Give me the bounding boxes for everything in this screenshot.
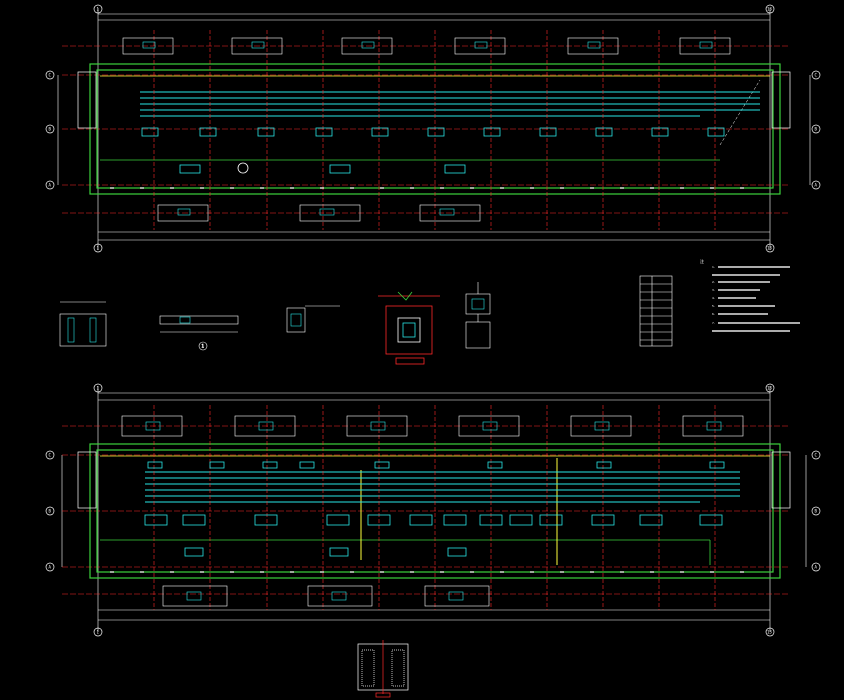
notes-block: 注 1. 2. 3. 4. 5. 6. 7. [700, 258, 800, 332]
axis-label: 1 [97, 386, 100, 391]
detail-beam-section: 1 [159, 315, 239, 351]
axis-label: 13 [767, 630, 772, 635]
plan-bottom-pads [121, 415, 744, 607]
plan-bottom-columns [153, 405, 716, 610]
detail-mark: 1 [202, 344, 205, 349]
note-line: 1. [712, 265, 716, 269]
plan-top-axis-bubbles: 1 13 1 13 C B A C B A [45, 4, 821, 253]
detail-column-red [378, 291, 440, 365]
plan-top-columns [153, 30, 716, 230]
axis-label: B [49, 509, 52, 514]
plan-bottom: 1 13 1 13 C B A C B A [45, 383, 821, 637]
axis-label: C [49, 453, 52, 458]
axis-label: C [815, 453, 818, 458]
axis-label: A [49, 565, 52, 570]
note-line: 6. [712, 312, 716, 316]
plan-bottom-axis-lines [62, 425, 790, 595]
note-line: 5. [712, 304, 716, 308]
detail-wall-section [59, 301, 107, 347]
plan-top-pads [122, 37, 731, 222]
plan-bottom-equipment [144, 461, 725, 557]
note-line: 2. [712, 280, 716, 284]
note-line: 4. [712, 296, 716, 300]
axis-label: 13 [767, 246, 772, 251]
plan-bottom-axis-bubbles: 1 13 1 13 C B A C B A [45, 383, 821, 637]
notes-heading: 注 [700, 258, 704, 264]
axis-label: A [815, 565, 818, 570]
axis-label: C [815, 73, 818, 78]
detail-sleeve [286, 305, 340, 333]
axis-label: C [49, 73, 52, 78]
schedule-table [639, 275, 673, 347]
axis-label: 13 [767, 7, 772, 12]
axis-label: B [49, 127, 52, 132]
axis-label: B [815, 509, 818, 514]
axis-label: 1 [97, 7, 100, 12]
plan-top-pipes [140, 91, 760, 117]
plan-top: 1 13 1 13 C B A C B A [45, 4, 821, 253]
axis-label: A [815, 183, 818, 188]
detail-bottom-section [357, 640, 409, 698]
axis-label: 1 [97, 246, 100, 251]
note-line: 7. [712, 321, 716, 325]
plan-top-equipment [141, 127, 725, 174]
axis-label: B [815, 127, 818, 132]
plan-bottom-pipes [145, 471, 740, 503]
axis-label: A [49, 183, 52, 188]
axis-label: 1 [97, 630, 100, 635]
plan-top-axis-lines [62, 45, 790, 214]
detail-column-section [465, 282, 491, 349]
note-line: 3. [712, 288, 716, 292]
axis-label: 13 [767, 386, 772, 391]
